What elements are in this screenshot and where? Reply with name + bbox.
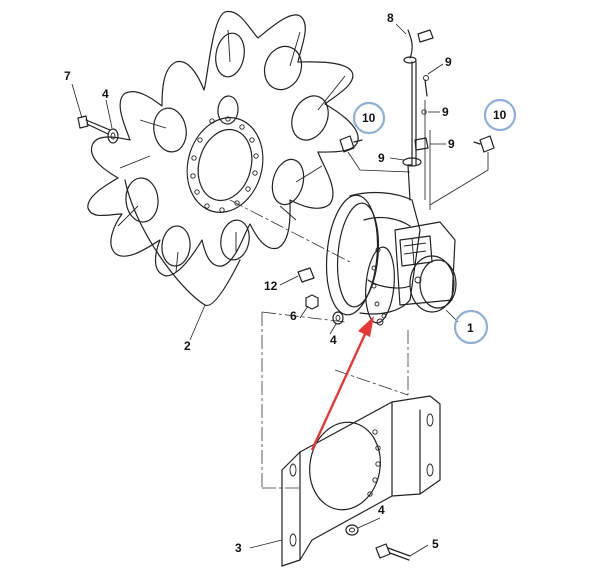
fitting-part-10-right — [429, 135, 495, 206]
callout-8: 8 — [387, 11, 394, 25]
callout-2: 2 — [184, 339, 191, 353]
washer-part-4-bottom — [345, 524, 359, 536]
callout-4-bottom: 4 — [378, 503, 385, 517]
washer-part-4-mid — [332, 311, 344, 325]
callout-9-a: 9 — [445, 55, 452, 69]
nut-part-6 — [305, 294, 319, 310]
callout-10-right: 10 — [493, 108, 507, 122]
centerlines — [229, 199, 409, 489]
fitting-part-10-left — [339, 135, 411, 173]
highlight-circle-1 — [453, 309, 489, 345]
callout-9-b: 9 — [442, 105, 449, 119]
callout-4-mid: 4 — [330, 333, 337, 347]
bolt-part-5 — [375, 543, 411, 561]
hose-assembly-part-8 — [402, 29, 434, 210]
callout-6: 6 — [290, 309, 297, 323]
callout-10-left: 10 — [362, 111, 376, 125]
final-drive-motor-part-1 — [325, 191, 457, 326]
leader-lines — [71, 23, 459, 557]
highlight-arrow — [310, 316, 374, 451]
callout-3: 3 — [235, 541, 242, 555]
callout-9-c: 9 — [448, 137, 455, 151]
sprocket-part-2 — [87, 11, 359, 306]
callout-9-d: 9 — [378, 151, 385, 165]
callout-5: 5 — [432, 537, 439, 551]
mounting-bracket-part-3 — [281, 395, 441, 567]
washer-part-4-top — [107, 128, 119, 144]
callout-12: 12 — [264, 279, 278, 293]
callout-7: 7 — [64, 69, 71, 83]
bolt-part-7 — [77, 115, 111, 135]
callout-4-top: 4 — [102, 87, 109, 101]
fitting-part-12 — [297, 267, 315, 283]
callout-1: 1 — [467, 321, 474, 335]
highlight-circle-10-right — [483, 98, 517, 132]
highlight-circle-10-left — [352, 101, 386, 135]
